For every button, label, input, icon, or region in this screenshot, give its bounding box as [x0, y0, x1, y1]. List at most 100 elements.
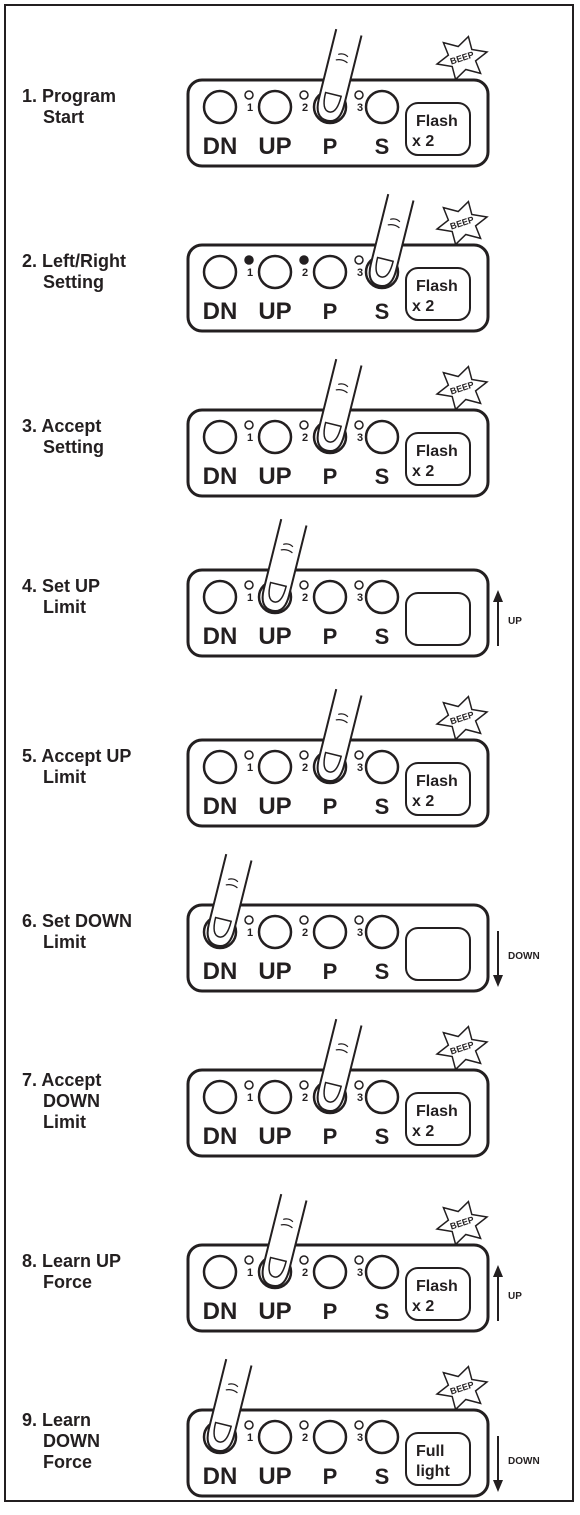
- led-number: 3: [357, 1092, 363, 1104]
- key-label: S: [375, 624, 390, 649]
- step-number: 2.: [22, 251, 38, 271]
- led-indicator: [299, 580, 309, 590]
- key-s-button[interactable]: S: [364, 89, 400, 159]
- key-up-button[interactable]: UP: [257, 914, 293, 985]
- led-number: 2: [302, 1092, 308, 1104]
- beep-burst-icon: BEEP: [435, 200, 489, 246]
- led-indicator: [354, 420, 364, 430]
- key-dn-button[interactable]: DN: [203, 254, 238, 325]
- key-p-button[interactable]: P: [312, 254, 348, 324]
- key-label: DN: [203, 463, 238, 490]
- key-up-button[interactable]: UP: [257, 89, 293, 160]
- key-s-button[interactable]: S: [364, 579, 400, 649]
- led-indicator: [244, 1255, 254, 1265]
- arrow-label: DOWN: [508, 1456, 540, 1467]
- key-label: P: [323, 624, 338, 649]
- pressing-finger-icon: [261, 1193, 308, 1288]
- arrow-up-icon: UP: [493, 590, 522, 646]
- key-p-button[interactable]: P: [312, 1254, 348, 1324]
- led-number: 1: [247, 102, 253, 114]
- step-title-line: Limit: [43, 1112, 86, 1132]
- display-text: x 2: [412, 298, 434, 315]
- key-label: DN: [203, 958, 238, 985]
- step-title-line: Set DOWN: [42, 911, 133, 931]
- key-dn-button[interactable]: DN: [203, 1079, 238, 1150]
- led-number: 2: [302, 592, 308, 604]
- display-window: [405, 432, 471, 486]
- led-indicator: [244, 90, 254, 100]
- key-label: UP: [258, 793, 291, 820]
- arrow-down-icon: DOWN: [493, 1436, 540, 1492]
- step-title-line: Set UP: [42, 576, 101, 596]
- key-label: DN: [203, 623, 238, 650]
- key-label: P: [323, 1124, 338, 1149]
- key-p-button[interactable]: P: [312, 1419, 348, 1489]
- key-dn-button[interactable]: DN: [203, 579, 238, 650]
- key-s-button[interactable]: S: [364, 419, 400, 489]
- key-dn-button[interactable]: DN: [203, 749, 238, 820]
- key-s-button[interactable]: S: [364, 1254, 400, 1324]
- beep-burst-icon: BEEP: [435, 1365, 489, 1411]
- step-title-line: Setting: [43, 272, 104, 292]
- display-text: light: [416, 1463, 450, 1480]
- arrow-down-icon: DOWN: [493, 931, 540, 987]
- display-window: [405, 592, 471, 646]
- led-number: 3: [357, 927, 363, 939]
- key-up-button[interactable]: UP: [257, 419, 293, 490]
- display-text: Flash: [416, 443, 458, 460]
- pressing-finger-icon: [261, 518, 308, 613]
- step-title-line: Learn UP: [42, 1251, 122, 1271]
- key-label: S: [375, 794, 390, 819]
- key-up-button[interactable]: UP: [257, 1419, 293, 1490]
- key-s-button[interactable]: S: [364, 1419, 400, 1489]
- led-indicator: [299, 1255, 309, 1265]
- key-s-button[interactable]: S: [364, 914, 400, 984]
- led-number: 3: [357, 592, 363, 604]
- key-up-button[interactable]: UP: [257, 254, 293, 325]
- key-dn-button[interactable]: DN: [203, 89, 238, 160]
- key-label: DN: [203, 1123, 238, 1150]
- key-label: UP: [258, 133, 291, 160]
- beep-burst-icon: BEEP: [435, 365, 489, 411]
- led-number: 1: [247, 1432, 253, 1444]
- step-title-line: Force: [43, 1272, 93, 1292]
- led-number: 1: [247, 762, 253, 774]
- key-up-button[interactable]: UP: [257, 749, 293, 820]
- step-title-line: Accept: [41, 416, 102, 436]
- led-indicator: [244, 1420, 254, 1430]
- key-label: P: [323, 1299, 338, 1324]
- key-s-button[interactable]: S: [364, 749, 400, 819]
- key-up-button[interactable]: UP: [257, 1079, 293, 1150]
- key-p-button[interactable]: P: [312, 914, 348, 984]
- key-dn-button[interactable]: DN: [203, 1254, 238, 1325]
- display-text: Full: [416, 1443, 444, 1460]
- key-p-button[interactable]: P: [312, 579, 348, 649]
- led-number: 1: [247, 432, 253, 444]
- key-dn-button[interactable]: DN: [203, 419, 238, 490]
- key-s-button[interactable]: S: [364, 1079, 400, 1149]
- step-title-line: Setting: [43, 437, 104, 457]
- key-label: P: [323, 794, 338, 819]
- step-title-line: Limit: [43, 932, 86, 952]
- beep-burst-icon: BEEP: [435, 1025, 489, 1071]
- key-label: S: [375, 1299, 390, 1324]
- display-window: [405, 1092, 471, 1146]
- led-number: 1: [247, 592, 253, 604]
- display-window: [405, 267, 471, 321]
